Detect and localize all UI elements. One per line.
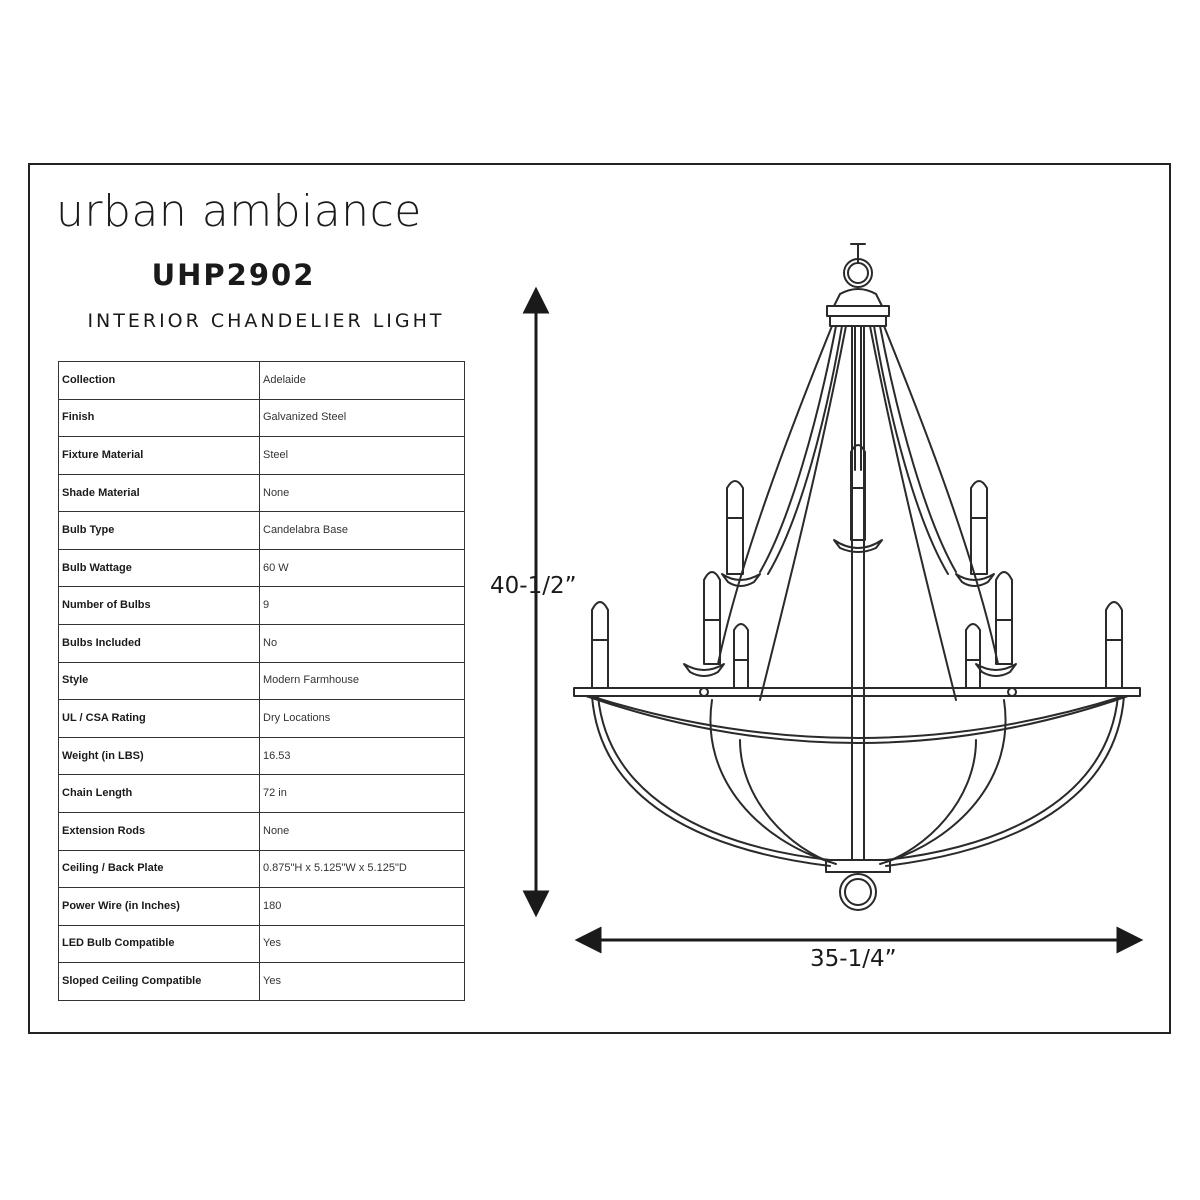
spec-label: Weight (in LBS) (58, 736, 260, 776)
spec-value: 9 (259, 586, 465, 626)
model-number: UHP2902 (151, 258, 316, 292)
brand-name: urban ambiance (56, 186, 422, 237)
spec-value: 180 (259, 887, 465, 926)
spec-label: Number of Bulbs (58, 586, 260, 626)
bottom-ring (839, 873, 877, 911)
spec-label: Fixture Material (58, 436, 260, 475)
spec-value: 72 in (259, 774, 465, 813)
spec-label: LED Bulb Compatible (58, 924, 260, 964)
spec-value: Modern Farmhouse (259, 661, 465, 701)
width-dimension-label: 35-1/4” (810, 946, 897, 972)
top-ring (843, 258, 873, 288)
spec-label: Bulb Type (58, 511, 260, 550)
bowl-arm-right (885, 695, 1125, 867)
spec-value: 60 W (259, 548, 465, 588)
spec-value: Adelaide (259, 361, 465, 400)
spec-value: Yes (259, 924, 465, 964)
spec-value: No (259, 624, 465, 663)
spec-value: Galvanized Steel (259, 398, 465, 438)
height-dimension-label: 40-1/2” (490, 573, 577, 599)
crown-cap (833, 288, 883, 307)
spec-sheet-frame (28, 163, 1171, 1034)
spec-label: Collection (58, 361, 260, 400)
spec-label: Power Wire (in Inches) (58, 887, 260, 926)
spec-value: Steel (259, 436, 465, 475)
spec-value: None (259, 473, 465, 513)
spec-label: UL / CSA Rating (58, 699, 260, 738)
spec-label: Bulb Wattage (58, 548, 260, 588)
spec-row: Power Wire (in Inches)180 (58, 887, 465, 926)
bowl-arm-left (591, 695, 831, 867)
spec-value: Yes (259, 962, 465, 1001)
spec-value: 0.875"H x 5.125"W x 5.125"D (259, 849, 465, 889)
spec-label: Sloped Ceiling Compatible (58, 962, 260, 1001)
spec-label: Bulbs Included (58, 624, 260, 663)
product-type: INTERIOR CHANDELIER LIGHT (87, 310, 445, 332)
main-ring (573, 687, 1141, 697)
spec-row: Weight (in LBS)16.53 (58, 736, 465, 776)
spec-value: Candelabra Base (259, 511, 465, 550)
